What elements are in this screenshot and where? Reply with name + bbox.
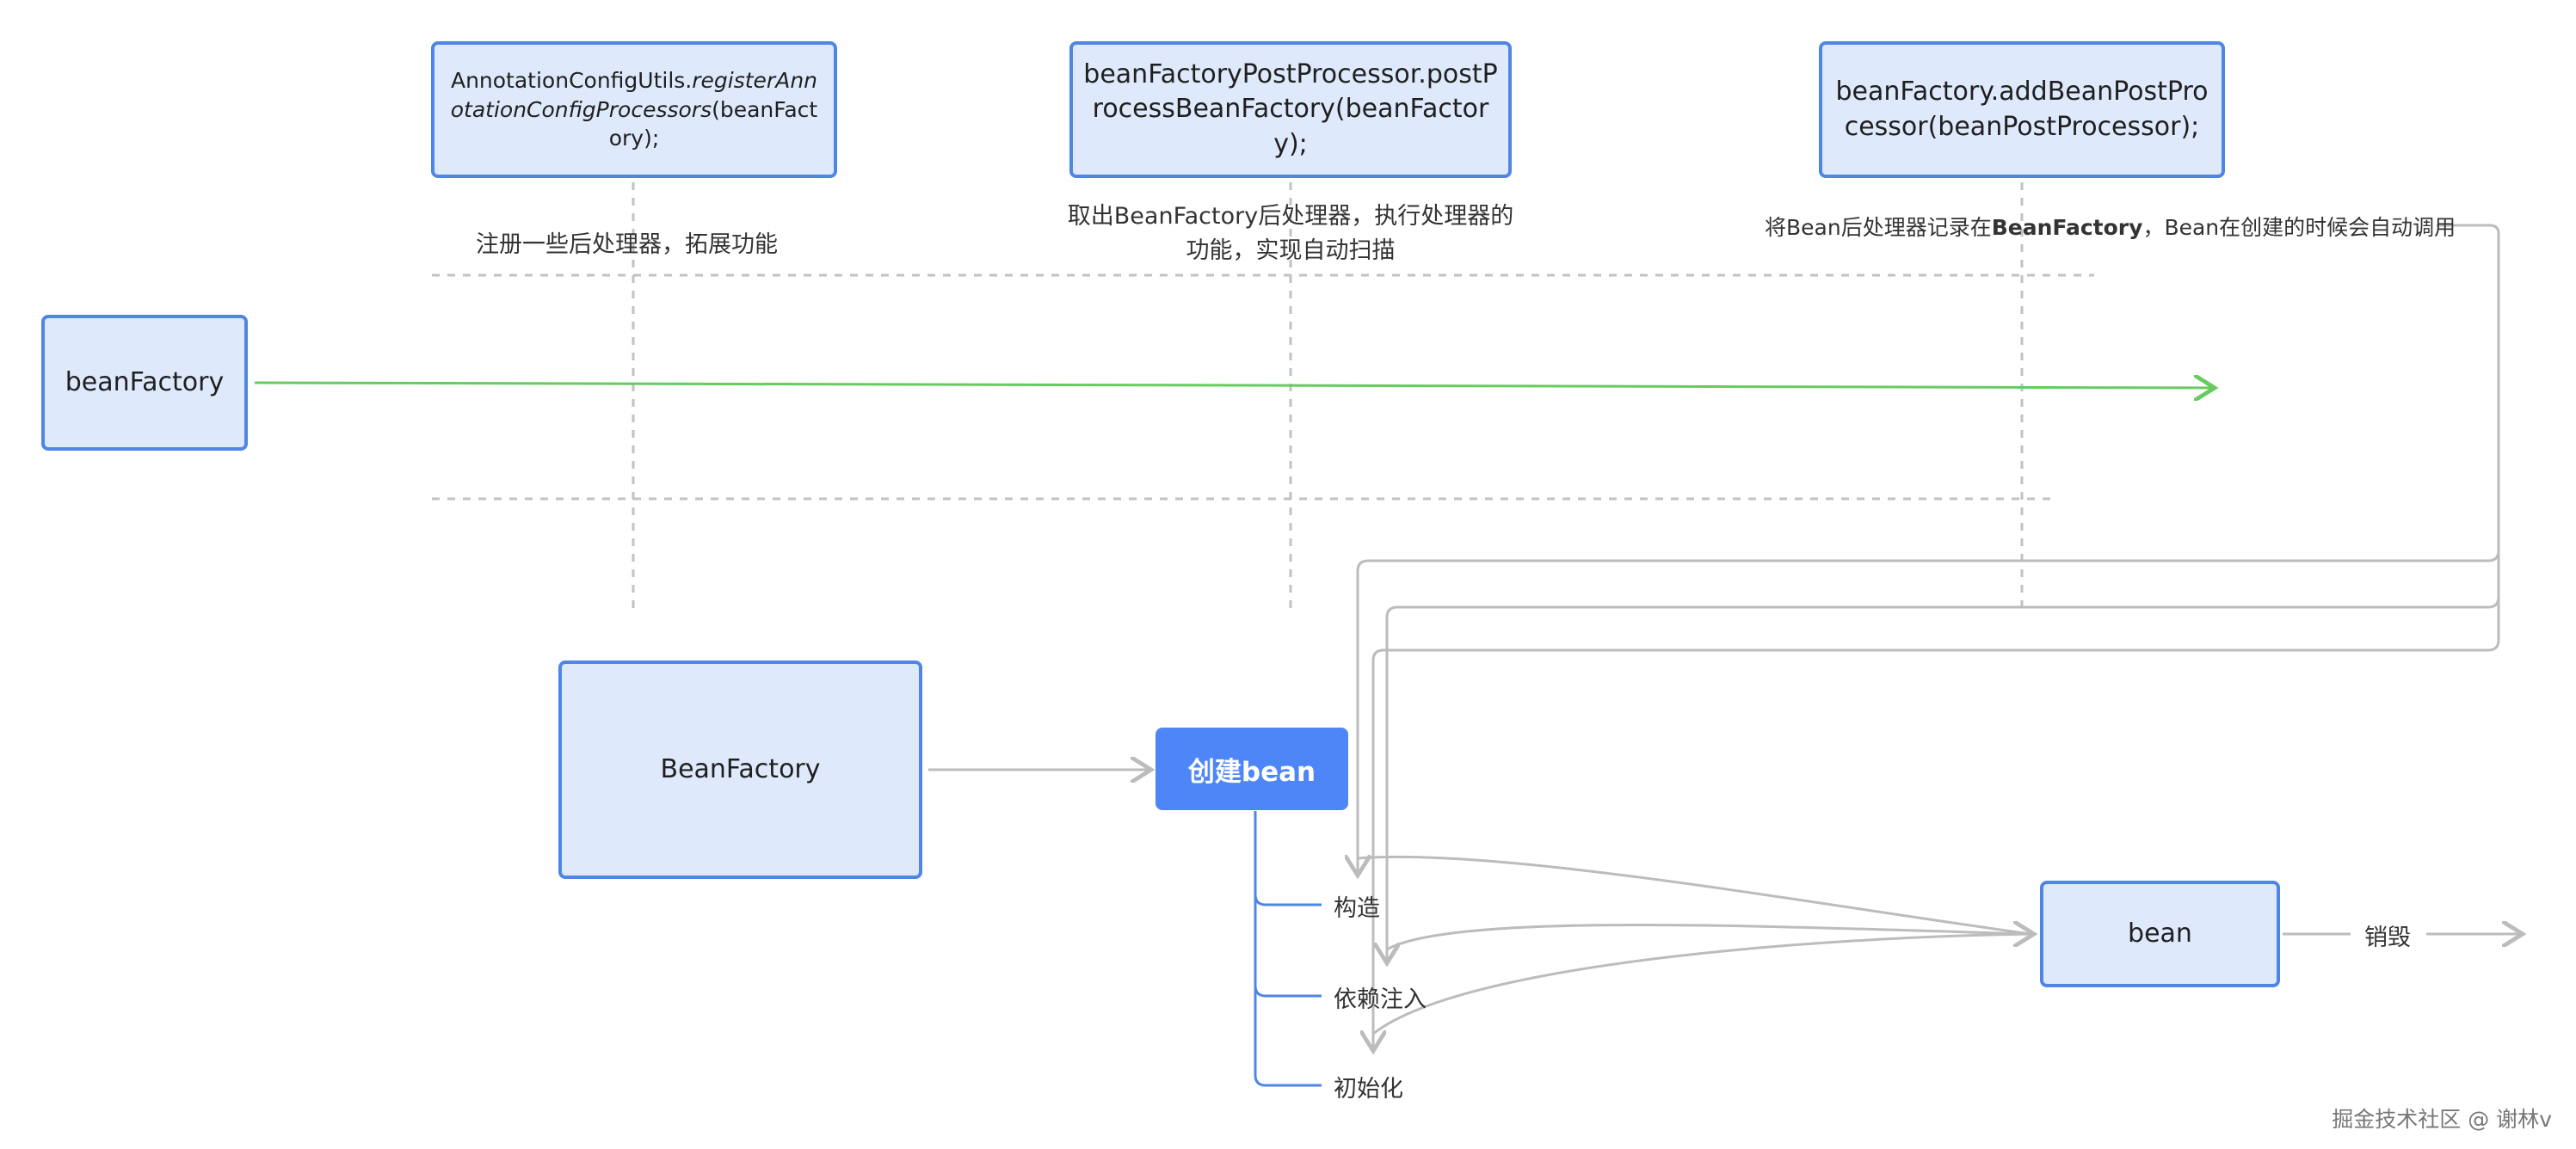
step-construct-label: 构造 bbox=[1334, 895, 1380, 922]
bean-box: bean bbox=[2040, 881, 2280, 987]
post-process-text: beanFactoryPostProcessor.postProcessBean… bbox=[1083, 58, 1498, 159]
bean-curve-init bbox=[1372, 932, 2031, 1035]
add-processor-desc-label: 将Bean后处理器记录在BeanFactory，Bean在创建的时候会自动调用 bbox=[1765, 211, 2456, 242]
register-suffix: (beanFactory); bbox=[608, 96, 818, 151]
post-process-desc-line1: 取出BeanFactory后处理器，执行处理器的 bbox=[1067, 203, 1514, 230]
add-processor-desc-part3: ，Bean在创建的时候会自动调用 bbox=[2142, 215, 2456, 240]
processor-loop-inject bbox=[1387, 550, 2500, 963]
step-destroy-label: 销毁 bbox=[2364, 925, 2411, 951]
create-bean-text: 创建bean bbox=[1187, 756, 1316, 788]
bean-curve-inject bbox=[1386, 924, 2031, 951]
add-processor-desc-bold: BeanFactory bbox=[1991, 215, 2143, 240]
post-process-desc-line2: 功能，实现自动扫描 bbox=[1186, 237, 1396, 264]
flow-arrow bbox=[254, 383, 2215, 388]
bracket-init bbox=[1254, 986, 1322, 1087]
processor-loop-init bbox=[1373, 597, 2500, 1051]
bean-text: bean bbox=[2128, 918, 2192, 949]
bracket-construct bbox=[1254, 811, 1322, 906]
post-process-box: beanFactoryPostProcessor.postProcessBean… bbox=[1069, 41, 1512, 178]
bracket-inject bbox=[1254, 894, 1322, 998]
bean-factory-large-text: BeanFactory bbox=[660, 753, 821, 784]
register-method: registerAnnotationConfigProcessors bbox=[450, 67, 818, 122]
bean-factory-large-box: BeanFactory bbox=[558, 661, 922, 879]
post-process-desc-label: 取出BeanFactory后处理器，执行处理器的 功能，实现自动扫描 bbox=[1057, 200, 1525, 268]
register-prefix: AnnotationConfigUtils. bbox=[450, 67, 693, 93]
bean-factory-small-box: beanFactory bbox=[41, 315, 248, 451]
step-inject-label: 依赖注入 bbox=[1334, 986, 1427, 1013]
step-init-label: 初始化 bbox=[1334, 1076, 1403, 1103]
add-processor-desc-part1: 将Bean后处理器记录在 bbox=[1765, 215, 1992, 240]
bean-factory-small-text: beanFactory bbox=[65, 366, 225, 397]
add-processor-box: beanFactory.addBeanPostProcessor(beanPos… bbox=[1819, 41, 2225, 178]
create-bean-box: 创建bean bbox=[1156, 728, 1348, 810]
add-processor-text: beanFactory.addBeanPostProcessor(beanPos… bbox=[1835, 77, 2209, 142]
bean-curve-construct bbox=[1357, 855, 2031, 936]
processor-loop-construct bbox=[1358, 224, 2500, 876]
watermark: 掘金技术社区 @ 谢林v bbox=[2332, 1107, 2552, 1132]
register-desc-label: 注册一些后处理器，拓展功能 bbox=[476, 231, 778, 258]
register-processors-box: AnnotationConfigUtils.registerAnnotation… bbox=[431, 41, 837, 178]
